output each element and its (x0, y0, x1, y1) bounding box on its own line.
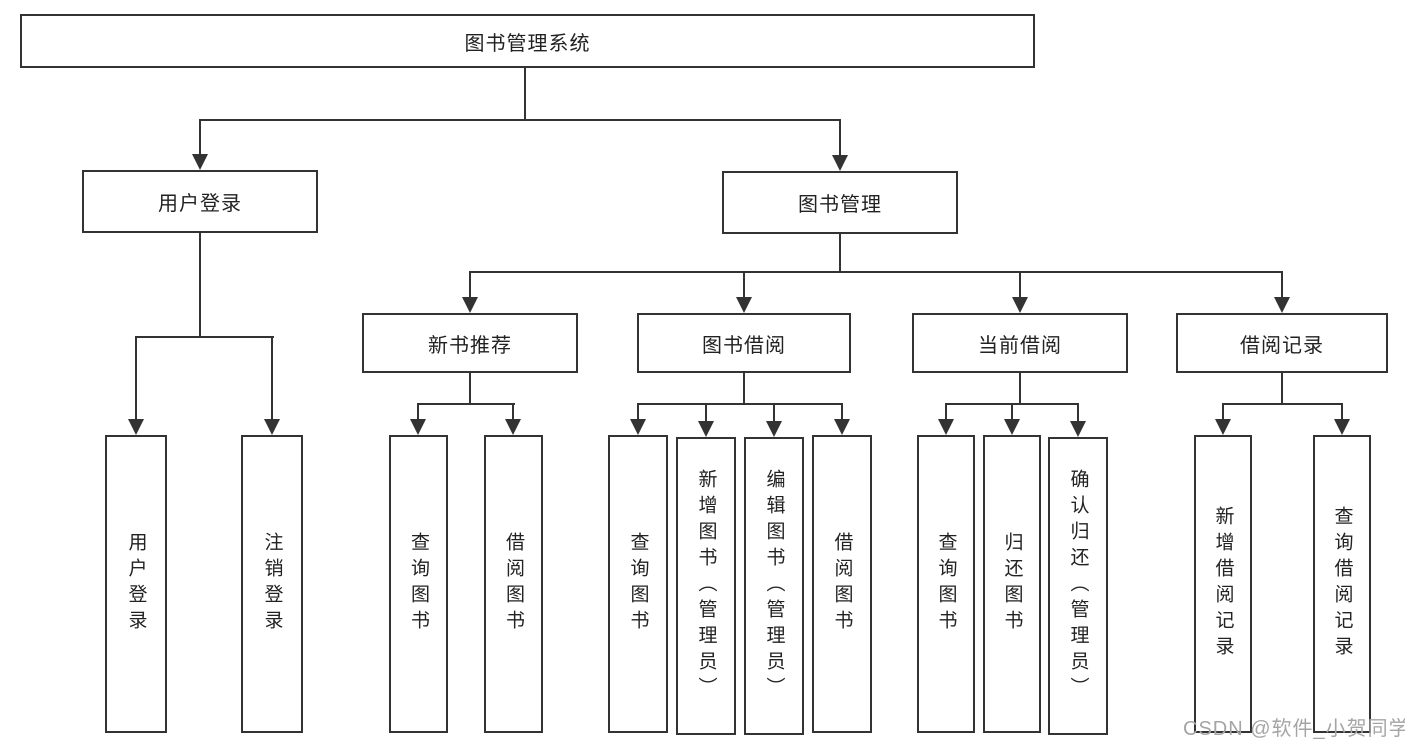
arrow-down-icon (832, 155, 848, 171)
arrow-down-icon (1004, 419, 1020, 435)
connector-line (743, 271, 745, 299)
arrow-down-icon (505, 419, 521, 435)
connector-line (773, 403, 775, 421)
connector-line (839, 234, 841, 273)
connector-line (524, 66, 526, 120)
leaf-confirm-return-admin: 确认归还（管理员） (1048, 437, 1108, 735)
connector-line (637, 403, 843, 405)
node-user-login: 用户登录 (82, 170, 318, 233)
leaf-recommend-borrow-books: 借阅图书 (484, 435, 543, 733)
csdn-watermark: CSDN @软件_小贺同学 (1183, 718, 1405, 740)
leaf-logout: 注销登录 (241, 435, 303, 733)
connector-line (135, 336, 274, 338)
connector-line (1281, 271, 1283, 299)
arrow-down-icon (834, 419, 850, 435)
leaf-edit-books-admin: 编辑图书（管理员） (744, 437, 804, 735)
leaf-current-query-books: 查询图书 (917, 435, 975, 733)
leaf-query-borrow-record: 查询借阅记录 (1313, 435, 1371, 733)
connector-line (469, 271, 1283, 273)
connector-line (945, 403, 947, 421)
arrow-down-icon (264, 419, 280, 435)
leaf-recommend-query-books: 查询图书 (389, 435, 448, 733)
arrow-down-icon (766, 421, 782, 437)
connector-line (637, 403, 639, 421)
arrow-down-icon (630, 419, 646, 435)
arrow-down-icon (410, 419, 426, 435)
connector-line (1281, 373, 1283, 405)
node-borrow-records: 借阅记录 (1176, 313, 1388, 373)
leaf-borrow-query-books: 查询图书 (608, 435, 668, 733)
connector-line (199, 233, 201, 338)
connector-line (705, 403, 707, 421)
connector-line (1011, 403, 1013, 421)
leaf-add-borrow-record: 新增借阅记录 (1194, 435, 1252, 733)
connector-line (841, 403, 843, 421)
arrow-down-icon (128, 419, 144, 435)
connector-line (199, 119, 841, 121)
connector-line (1222, 403, 1343, 405)
node-current-borrow: 当前借阅 (912, 313, 1128, 373)
arrow-down-icon (1215, 419, 1231, 435)
connector-line (1019, 373, 1021, 405)
node-book-borrow: 图书借阅 (637, 313, 851, 373)
leaf-add-books-admin: 新增图书（管理员） (676, 437, 736, 735)
connector-line (417, 403, 419, 421)
leaf-user-login: 用户登录 (105, 435, 167, 733)
arrow-down-icon (938, 419, 954, 435)
connector-line (512, 403, 514, 421)
connector-line (839, 119, 841, 157)
connector-line (469, 373, 471, 405)
connector-line (271, 336, 273, 421)
arrow-down-icon (1012, 297, 1028, 313)
arrow-down-icon (736, 297, 752, 313)
leaf-borrow-borrow-books: 借阅图书 (812, 435, 872, 733)
node-new-book-recommend: 新书推荐 (362, 313, 578, 373)
connector-line (1077, 403, 1079, 421)
connector-line (743, 373, 745, 405)
arrow-down-icon (1070, 421, 1086, 437)
connector-line (417, 403, 515, 405)
connector-line (1019, 271, 1021, 299)
arrow-down-icon (462, 297, 478, 313)
connector-line (469, 271, 471, 299)
connector-line (1341, 403, 1343, 421)
arrow-down-icon (192, 154, 208, 170)
connector-line (1222, 403, 1224, 421)
connector-line (199, 119, 201, 157)
connector-line (135, 336, 137, 421)
node-book-management: 图书管理 (722, 171, 958, 234)
node-root: 图书管理系统 (20, 14, 1035, 68)
arrow-down-icon (698, 421, 714, 437)
leaf-return-books: 归还图书 (983, 435, 1041, 733)
arrow-down-icon (1334, 419, 1350, 435)
arrow-down-icon (1274, 297, 1290, 313)
